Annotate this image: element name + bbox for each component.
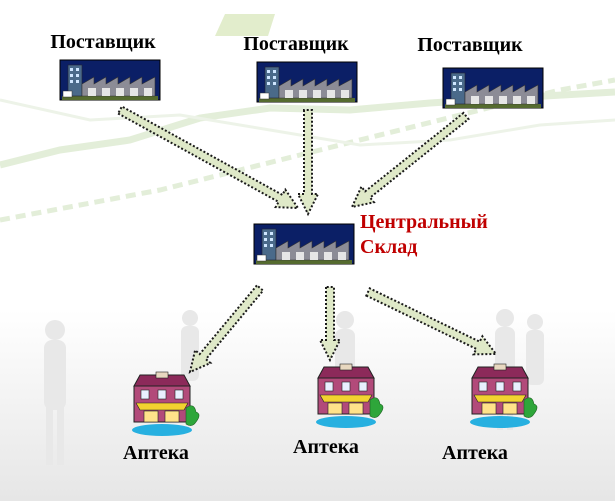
pharmacy-label-2: Аптека [293, 436, 359, 458]
factory-icon [256, 61, 358, 103]
pharmacy-label-3: Аптека [442, 442, 508, 464]
arrow-supplier-2-to-center [296, 109, 320, 217]
supplier-node-3 [442, 67, 544, 109]
central-warehouse-node [253, 223, 355, 265]
central-warehouse-label-line1: Центральный [360, 211, 488, 233]
central-warehouse-label-line2: Склад [360, 236, 418, 258]
factory-icon [442, 67, 544, 109]
supplier-label-2: Поставщик [243, 33, 349, 55]
supplier-label-3: Поставщик [417, 34, 523, 56]
arrow-supplier-3-to-center [350, 111, 470, 209]
factory-icon [59, 59, 161, 101]
arrow-center-to-pharmacy-1 [188, 283, 265, 374]
pharmacy-label-1: Аптека [123, 442, 189, 464]
supplier-node-1 [59, 59, 161, 101]
arrow-center-to-pharmacy-3 [364, 287, 499, 356]
factory-icon [253, 223, 355, 265]
arrows [116, 105, 499, 374]
arrow-supplier-1-to-center [116, 105, 300, 210]
supplier-node-2 [256, 61, 358, 103]
supplier-label-1: Поставщик [50, 31, 156, 53]
arrow-center-to-pharmacy-2 [318, 286, 342, 363]
